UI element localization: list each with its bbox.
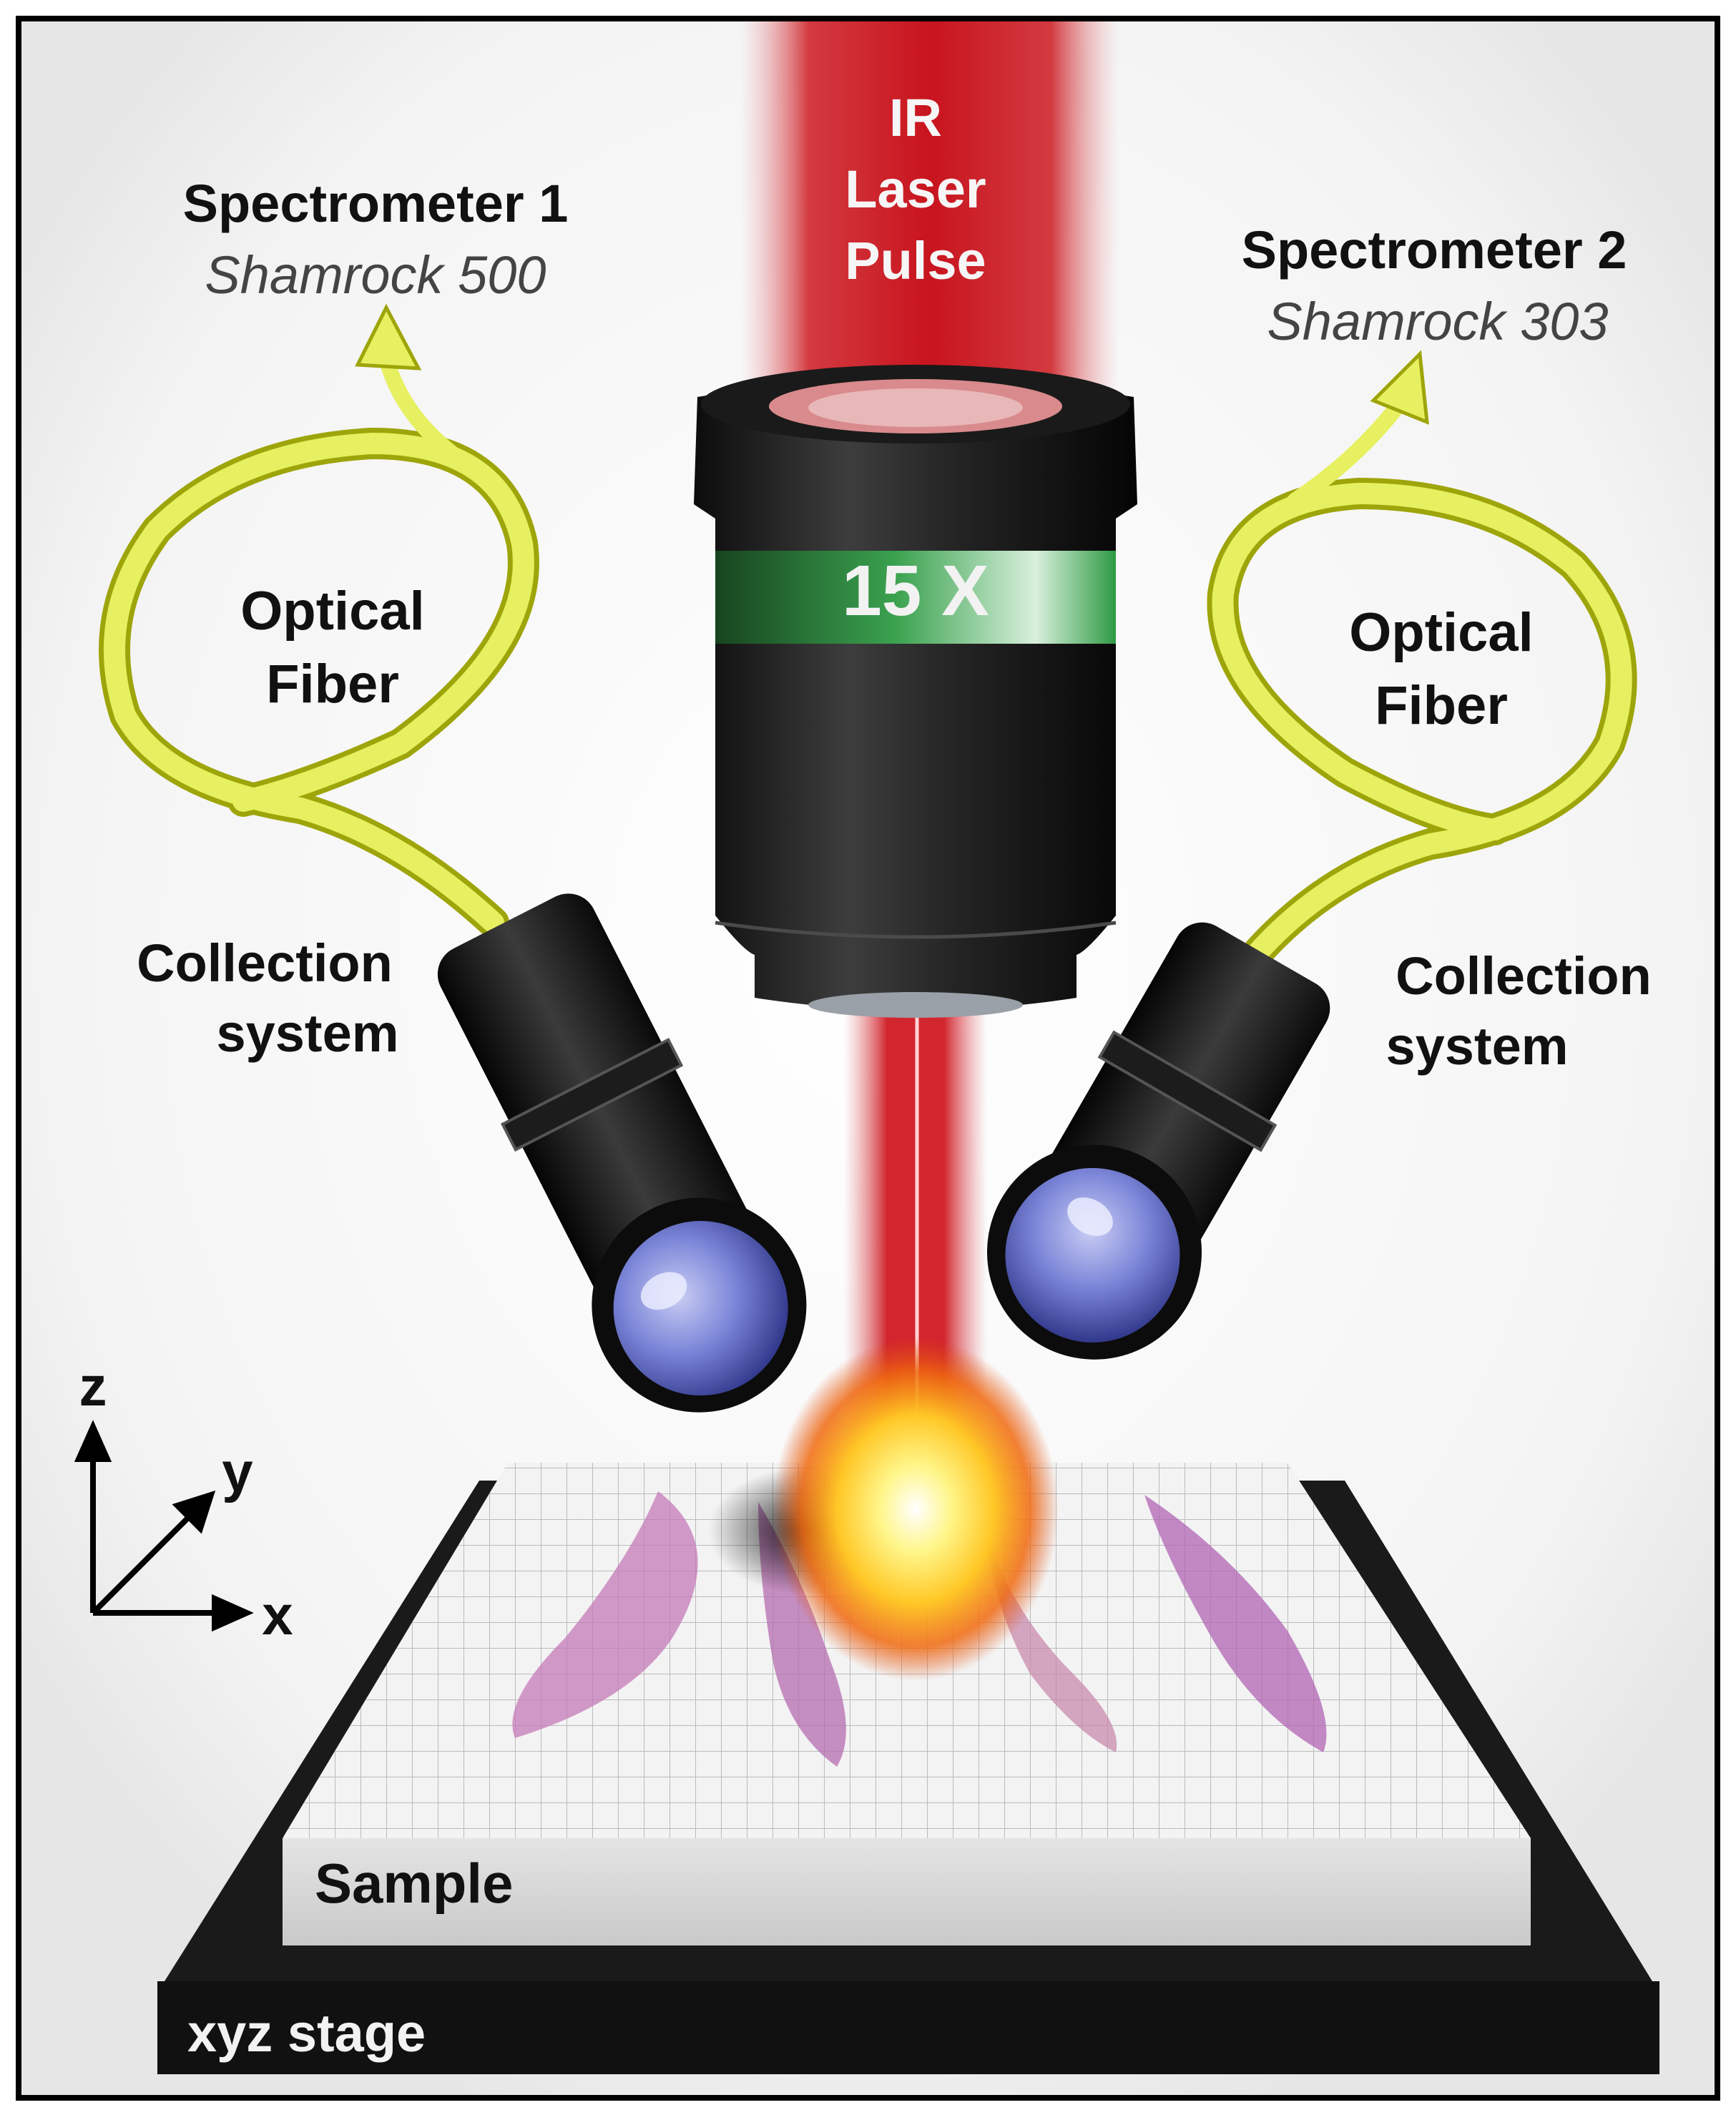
axis-label-y: y <box>222 1441 252 1503</box>
lens-left <box>613 1221 788 1396</box>
laser-label-line1: IR <box>889 88 942 147</box>
objective-band <box>715 551 1116 644</box>
laser-beam-wide <box>740 21 1119 422</box>
spectrometer-2-title: Spectrometer 2 <box>1242 220 1627 280</box>
axis-label-x: x <box>262 1584 293 1647</box>
optical-fiber-left <box>99 350 539 938</box>
fiber-left-label-line2: Fiber <box>266 654 399 715</box>
collection-right-label-line1: Collection <box>1396 946 1652 1006</box>
fiber-arrow-left-icon <box>355 303 422 370</box>
spectrometer-1-model: Shamrock 500 <box>205 245 546 305</box>
sample-label: Sample <box>315 1852 513 1915</box>
fiber-right-label-line1: Optical <box>1349 602 1534 663</box>
fiber-right-label-line2: Fiber <box>1375 675 1508 736</box>
spectrometer-2-model: Shamrock 303 <box>1267 292 1608 351</box>
collection-left-label-line2: system <box>216 1003 398 1063</box>
objective-magnification: 15 X <box>842 551 989 631</box>
collection-left-label-line1: Collection <box>137 933 393 993</box>
spectrometer-1-title: Spectrometer 1 <box>183 174 569 233</box>
objective-lens <box>694 365 1137 1018</box>
figure-border <box>16 16 1720 2101</box>
collection-system-left <box>437 893 807 1413</box>
stage-label: xyz stage <box>187 2003 426 2063</box>
axis-label-z: z <box>79 1355 107 1418</box>
fiber-left-label-line1: Optical <box>240 581 425 642</box>
lens-right <box>1005 1168 1180 1343</box>
laser-label-line2: Laser <box>845 160 986 219</box>
fiber-arrow-right-icon <box>1370 350 1429 425</box>
collection-system-right <box>987 922 1330 1360</box>
axes-indicator <box>74 1420 254 1632</box>
optical-fiber-right <box>1207 393 1637 967</box>
plasma-plume-icon <box>773 1338 1059 1681</box>
laser-label-line3: Pulse <box>845 231 986 290</box>
collection-right-label-line2: system <box>1386 1016 1568 1076</box>
